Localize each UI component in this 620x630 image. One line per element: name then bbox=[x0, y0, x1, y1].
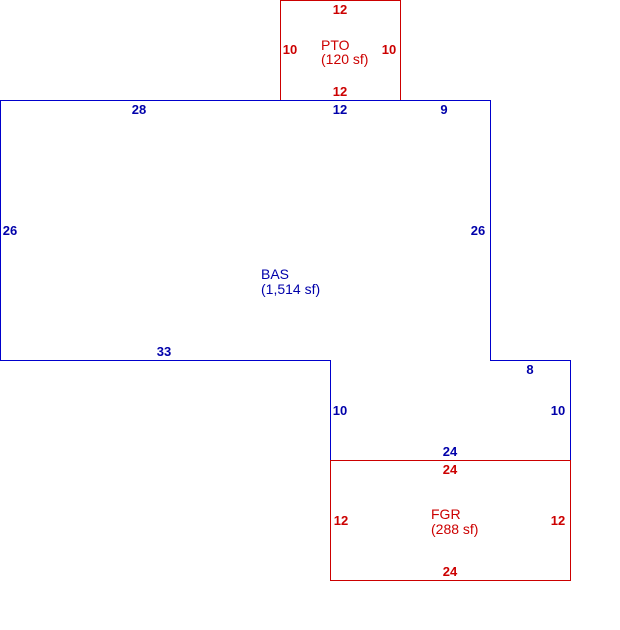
bas-dim-left: 26 bbox=[3, 223, 17, 238]
bas-dim-top-right: 9 bbox=[440, 102, 447, 117]
bas-area: (1,514 sf) bbox=[261, 281, 320, 297]
bas-dim-step-top: 8 bbox=[526, 362, 533, 377]
pto-dim-top: 12 bbox=[333, 2, 347, 17]
fgr-dim-left: 12 bbox=[334, 513, 348, 528]
pto-code: PTO bbox=[321, 37, 350, 53]
bas-dim-top-left: 28 bbox=[132, 102, 146, 117]
fgr-outline bbox=[330, 460, 571, 581]
pto-area: (120 sf) bbox=[321, 51, 368, 67]
fgr-code: FGR bbox=[431, 506, 461, 522]
pto-dim-bottom: 12 bbox=[333, 84, 347, 99]
fgr-area: (288 sf) bbox=[431, 521, 478, 537]
bas-code: BAS bbox=[261, 266, 289, 282]
fgr-dim-top: 24 bbox=[443, 462, 458, 477]
bas-dim-bottom-left: 33 bbox=[157, 344, 171, 359]
pto-dim-left: 10 bbox=[283, 42, 297, 57]
bas-dim-right-upper: 26 bbox=[471, 223, 485, 238]
fgr-dim-bottom: 24 bbox=[443, 564, 458, 579]
bas-dim-right-lower: 10 bbox=[551, 403, 565, 418]
bas-dim-bottom-right: 24 bbox=[443, 444, 458, 459]
fgr-dim-right: 12 bbox=[551, 513, 565, 528]
pto-dim-right: 10 bbox=[382, 42, 396, 57]
bas-dim-top-middle: 12 bbox=[333, 102, 347, 117]
bas-dim-inner-left: 10 bbox=[333, 403, 347, 418]
